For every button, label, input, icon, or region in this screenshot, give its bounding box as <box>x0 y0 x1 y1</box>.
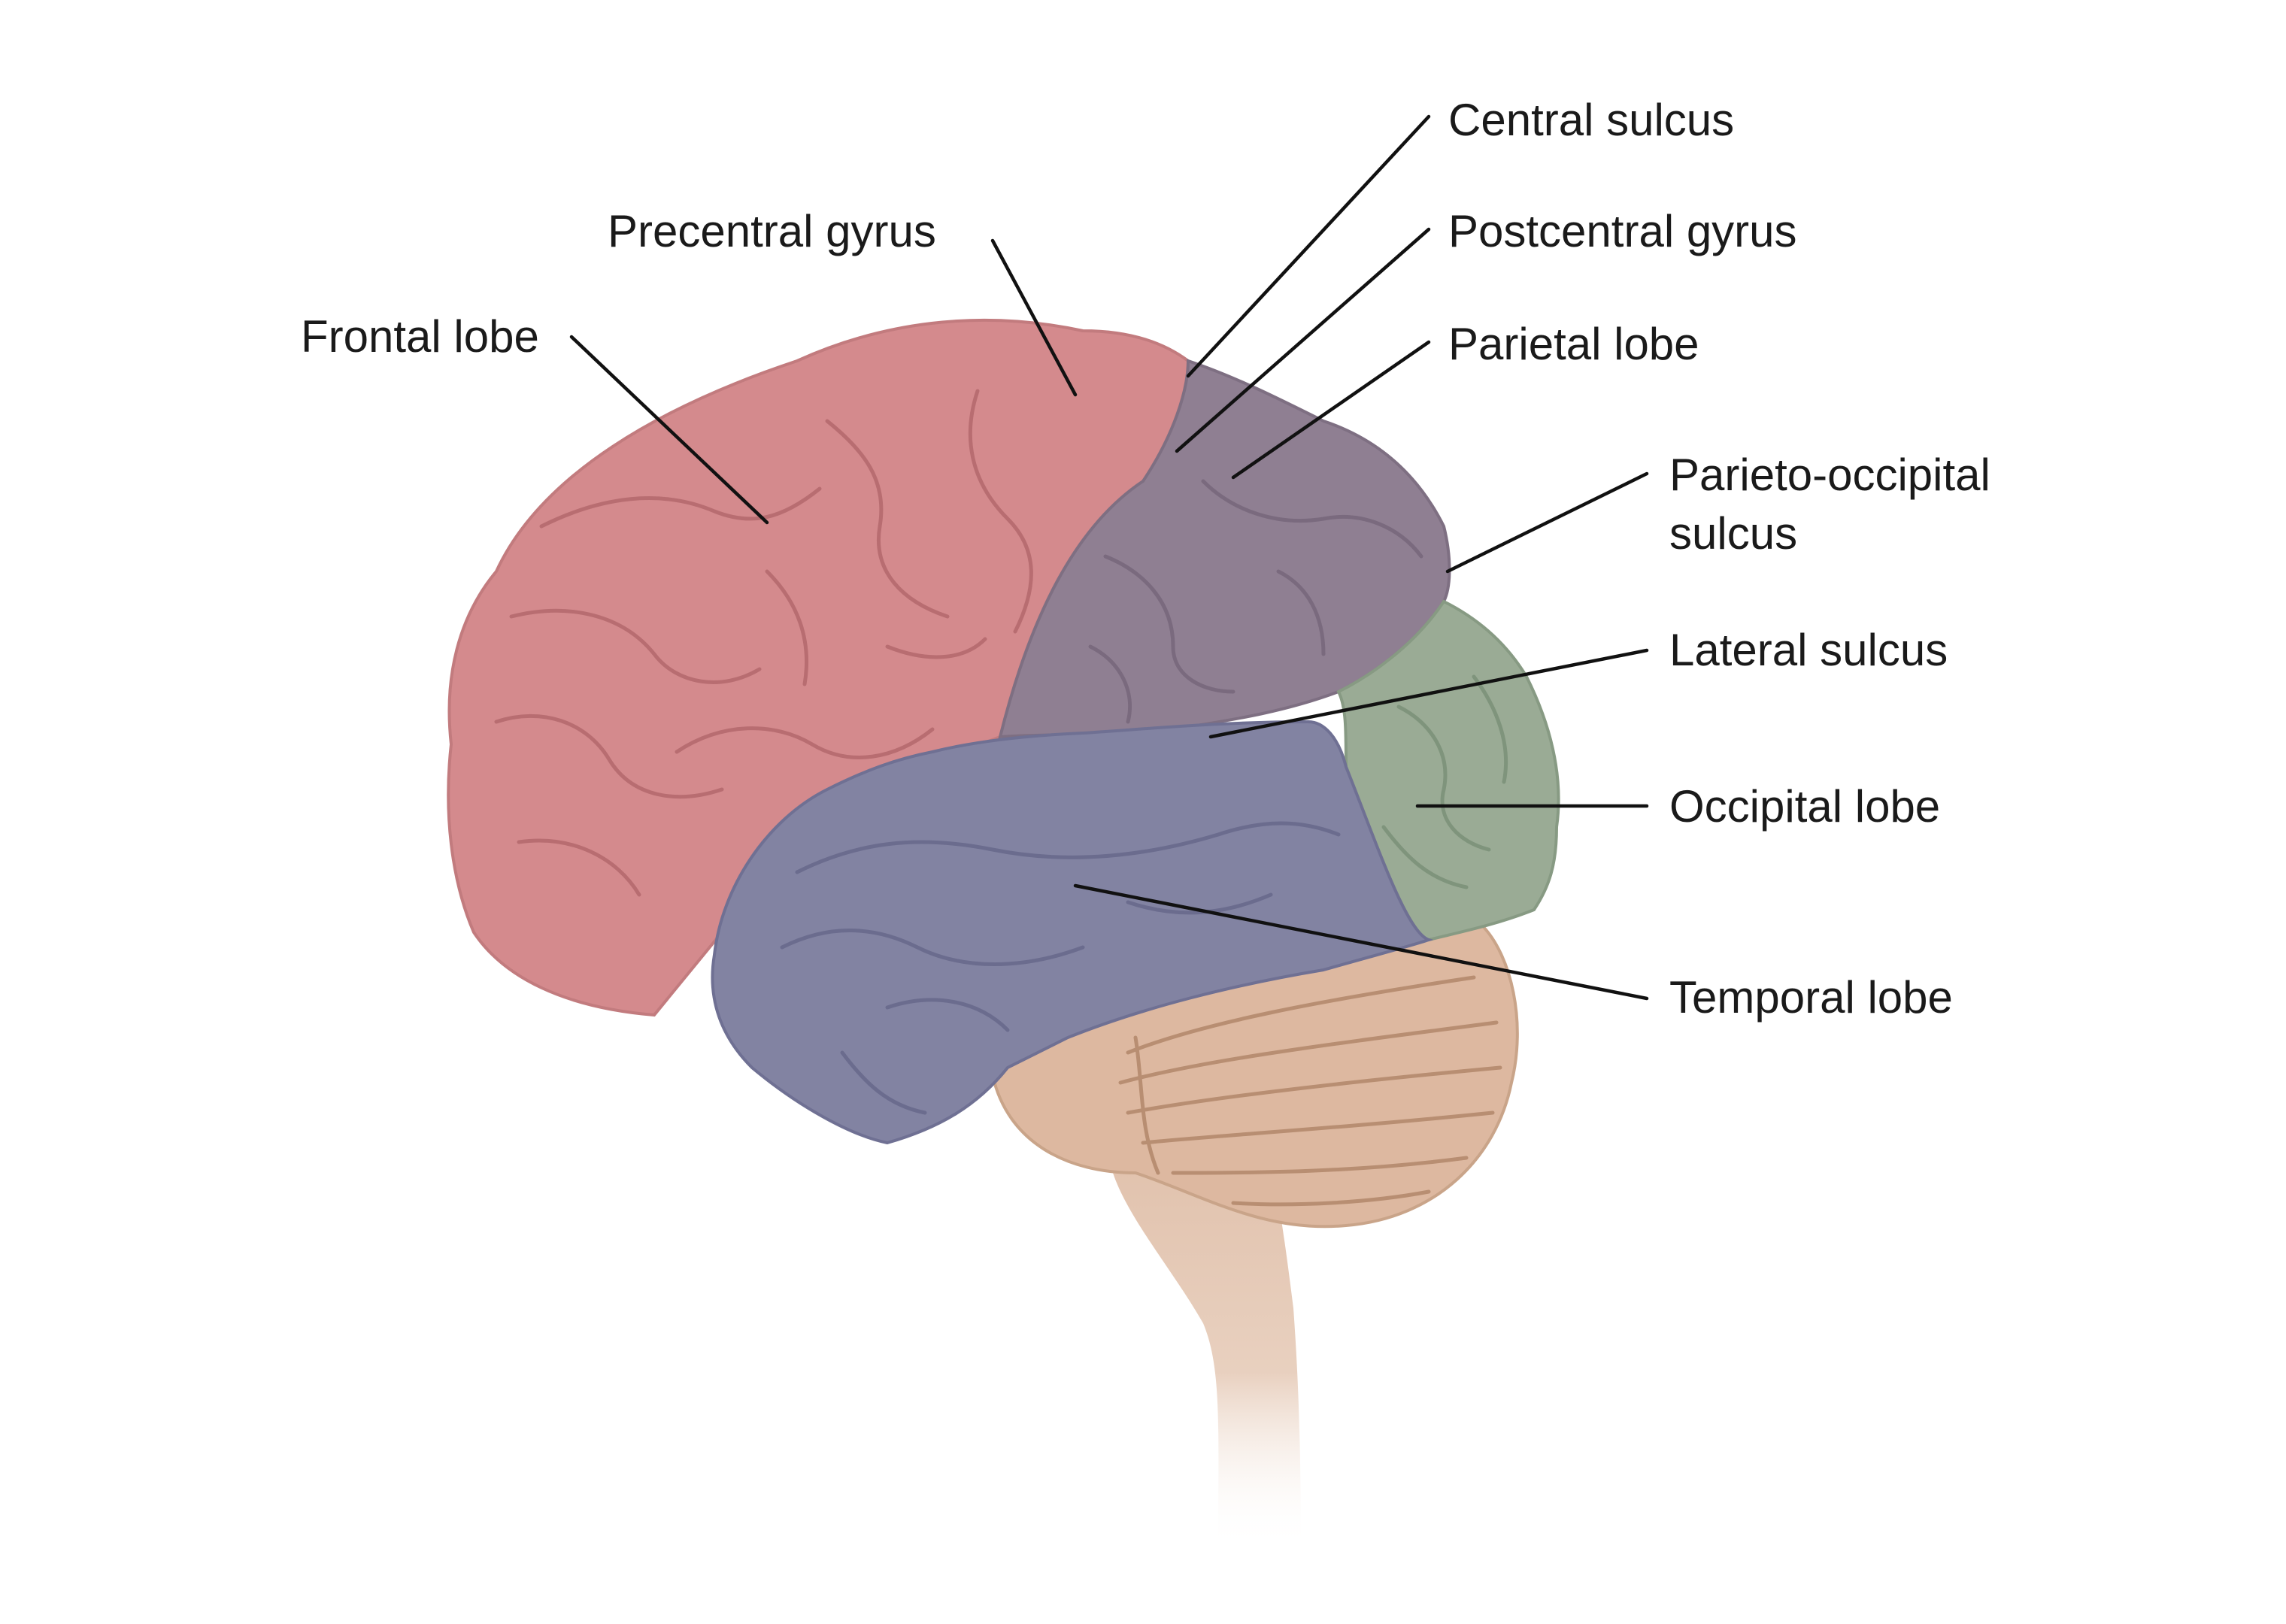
label-central-sulcus: Central sulcus <box>1448 95 1734 145</box>
label-parieto-occipital-sulcus-line1: Parieto-occipital <box>1669 450 1990 500</box>
temporal-lobe-folds <box>780 821 1341 1115</box>
leader-temporal-lobe <box>1073 883 1649 1001</box>
leader-postcentral-gyrus <box>1175 227 1431 453</box>
parietal-lobe-region <box>998 359 1451 739</box>
label-temporal-lobe: Temporal lobe <box>1669 972 1953 1023</box>
leader-parietal-lobe <box>1231 340 1431 480</box>
leader-lines <box>569 114 1649 1001</box>
label-frontal-lobe: Frontal lobe <box>301 311 539 362</box>
occipital-lobe-region <box>1336 599 1560 942</box>
label-parieto-occipital-sulcus-line2: sulcus <box>1669 508 1797 559</box>
label-postcentral-gyrus: Postcentral gyrus <box>1448 206 1797 256</box>
frontal-lobe-folds <box>494 389 1033 897</box>
label-parietal-lobe: Parietal lobe <box>1448 319 1699 369</box>
occipital-lobe-folds <box>1381 674 1508 889</box>
brainstem <box>1113 1158 1301 1549</box>
diagram-labels: Frontal lobe Precentral gyrus Central su… <box>301 95 1990 1023</box>
label-lateral-sulcus: Lateral sulcus <box>1669 625 1948 675</box>
label-precentral-gyrus: Precentral gyrus <box>608 206 936 256</box>
leader-central-sulcus <box>1186 114 1431 378</box>
leader-frontal-lobe <box>569 335 769 525</box>
leader-parieto-occipital-sulcus <box>1445 471 1649 574</box>
leader-precentral-gyrus <box>990 238 1078 397</box>
parietal-lobe-folds <box>1088 479 1423 724</box>
cerebellum-folds <box>1118 975 1502 1207</box>
label-occipital-lobe: Occipital lobe <box>1669 781 1940 832</box>
leader-lateral-sulcus <box>1208 648 1649 739</box>
